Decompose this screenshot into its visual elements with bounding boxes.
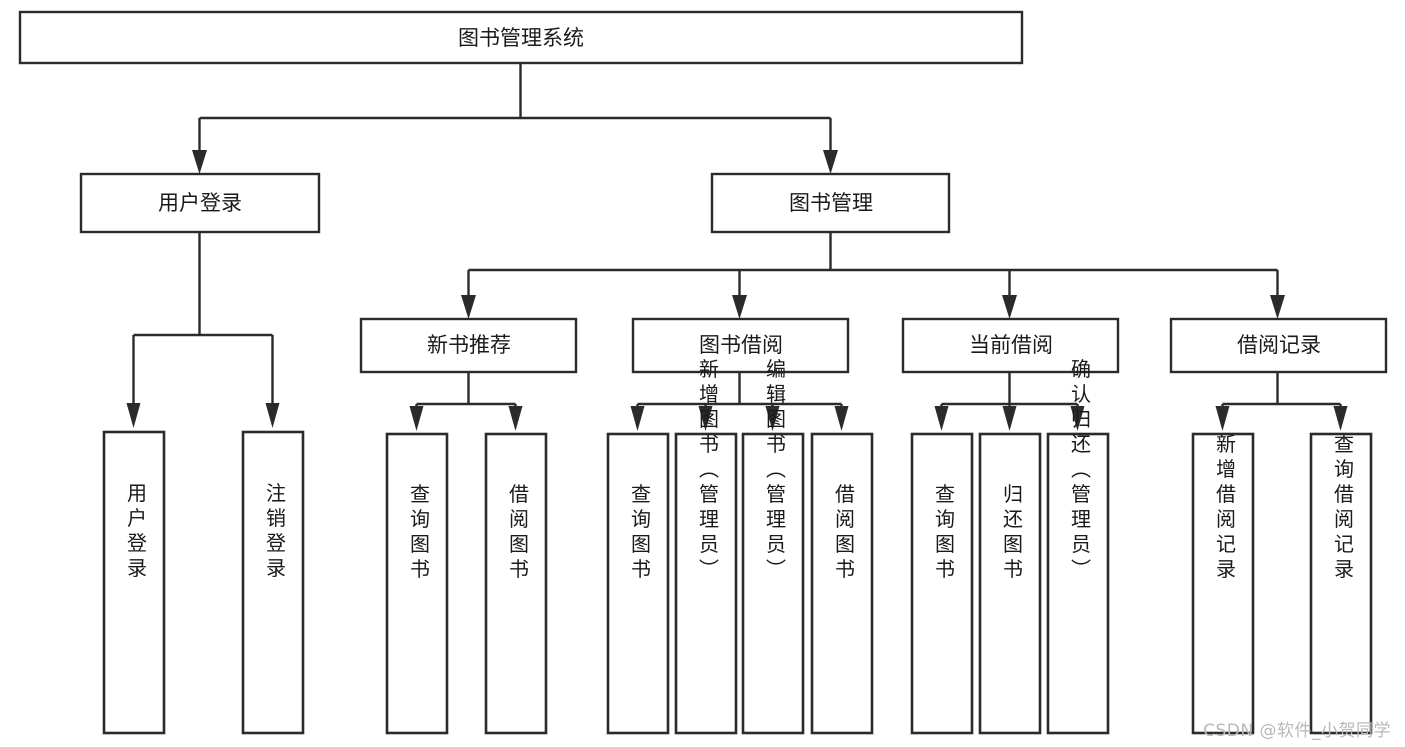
leaf-user-login-1-label: 注销登录 — [263, 482, 287, 582]
node-root-label: 图书管理系统 — [458, 26, 584, 50]
leaf-current-borrow-2-box[interactable] — [1046, 432, 1110, 735]
arrow-new-book-to-leaf-1 — [508, 406, 523, 431]
arrow-root-to-user-login — [192, 150, 207, 174]
leaf-book-borrow-0-label: 查询图书 — [628, 483, 652, 583]
node-current-borrow-box[interactable] — [901, 317, 1120, 374]
node-borrow-record-box[interactable] — [1169, 317, 1388, 374]
leaf-node[interactable]: 查询图书 — [606, 432, 670, 735]
node-new-book-recommend[interactable]: 新书推荐 — [359, 317, 578, 374]
node-book-borrow-label: 图书借阅 — [699, 333, 783, 357]
arrow-book-borrow-to-leaf-2 — [765, 406, 780, 431]
node-book-manage[interactable]: 图书管理 — [710, 172, 951, 234]
node-book-borrow[interactable]: 图书借阅 — [631, 317, 850, 374]
arrow-user-login-to-leaf-0 — [126, 403, 141, 428]
arrow-borrow-record-to-leaf-0 — [1215, 406, 1230, 431]
leaf-new-book-0-label: 查询图书 — [407, 483, 431, 583]
arrow-borrow-record-to-leaf-1 — [1333, 406, 1348, 431]
leaf-borrow-record-0-box[interactable] — [1191, 432, 1255, 735]
node-book-borrow-box[interactable] — [631, 317, 850, 374]
arrow-current-borrow-to-leaf-1 — [1002, 406, 1017, 431]
node-user-login[interactable]: 用户登录 — [79, 172, 321, 234]
leaf-node[interactable]: 查询图书 — [910, 432, 974, 735]
leaf-current-borrow-0-label: 查询图书 — [932, 483, 956, 583]
node-user-login-box[interactable] — [79, 172, 321, 234]
arrow-book-borrow-to-leaf-3 — [834, 406, 849, 431]
leaf-node[interactable]: 用户登录 — [102, 430, 166, 735]
node-new-book-recommend-label: 新书推荐 — [427, 333, 511, 357]
leaf-node[interactable]: 归还图书 — [978, 432, 1042, 735]
leaf-node[interactable]: 注销登录 — [241, 430, 305, 735]
node-current-borrow[interactable]: 当前借阅 — [901, 317, 1120, 374]
leaf-node[interactable]: 查询图书 — [385, 432, 449, 735]
leaf-current-borrow-1-label: 归还图书 — [1000, 483, 1024, 583]
leaf-node[interactable]: 借阅图书 — [484, 432, 548, 735]
leaf-borrow-record-1-box[interactable] — [1309, 432, 1373, 735]
leaf-new-book-1-label: 借阅图书 — [506, 483, 530, 583]
leaf-book-borrow-1-box[interactable] — [674, 432, 738, 735]
arrow-book-manage-to-child-1 — [732, 295, 747, 319]
leaf-book-borrow-0-box[interactable] — [606, 432, 670, 735]
leaf-borrow-record-1-label: 查询借阅记录 — [1331, 433, 1355, 583]
arrow-book-manage-to-child-2 — [1002, 295, 1017, 319]
leaf-book-borrow-2-box[interactable] — [741, 432, 805, 735]
leaf-node[interactable]: 新增图书（管理员） — [674, 358, 738, 735]
arrow-root-to-book-manage — [823, 150, 838, 174]
node-book-manage-box[interactable] — [710, 172, 951, 234]
arrow-user-login-to-leaf-1 — [265, 403, 280, 428]
leaf-new-book-1-box[interactable] — [484, 432, 548, 735]
leaf-node[interactable]: 确认归还（管理员） — [1046, 358, 1110, 735]
connectors-layer — [126, 63, 1348, 431]
arrow-book-manage-to-child-0 — [461, 295, 476, 319]
leaf-current-borrow-2-label: 确认归还（管理员） — [1068, 358, 1092, 583]
leaf-current-borrow-1-box[interactable] — [978, 432, 1042, 735]
leaf-book-borrow-2-label: 编辑图书（管理员） — [763, 358, 787, 583]
arrow-book-manage-to-child-3 — [1270, 295, 1285, 319]
node-current-borrow-label: 当前借阅 — [969, 333, 1053, 357]
arrow-book-borrow-to-leaf-1 — [698, 406, 713, 431]
leaf-new-book-0-box[interactable] — [385, 432, 449, 735]
leaf-node[interactable]: 新增借阅记录 — [1191, 432, 1255, 735]
arrow-current-borrow-to-leaf-2 — [1070, 406, 1085, 431]
node-user-login-label: 用户登录 — [158, 191, 242, 215]
arrow-current-borrow-to-leaf-0 — [934, 406, 949, 431]
leaf-borrow-record-0-label: 新增借阅记录 — [1213, 433, 1237, 583]
node-borrow-record[interactable]: 借阅记录 — [1169, 317, 1388, 374]
leaf-node[interactable]: 借阅图书 — [810, 432, 874, 735]
arrow-new-book-to-leaf-0 — [409, 406, 424, 431]
leaf-user-login-1-box[interactable] — [241, 430, 305, 735]
node-root-box[interactable] — [18, 10, 1024, 65]
node-new-book-recommend-box[interactable] — [359, 317, 578, 374]
arrow-book-borrow-to-leaf-0 — [630, 406, 645, 431]
leaf-current-borrow-0-box[interactable] — [910, 432, 974, 735]
node-root[interactable]: 图书管理系统 — [18, 10, 1024, 65]
leaf-book-borrow-3-label: 借阅图书 — [832, 483, 856, 583]
node-book-manage-label: 图书管理 — [789, 191, 873, 215]
leaf-user-login-0-label: 用户登录 — [124, 483, 148, 583]
leaf-node[interactable]: 编辑图书（管理员） — [741, 358, 805, 735]
node-borrow-record-label: 借阅记录 — [1237, 333, 1321, 357]
leaf-node[interactable]: 查询借阅记录 — [1309, 432, 1373, 735]
leaf-book-borrow-3-box[interactable] — [810, 432, 874, 735]
leaf-user-login-0-box[interactable] — [102, 430, 166, 735]
leaf-book-borrow-1-label: 新增图书（管理员） — [696, 358, 720, 583]
